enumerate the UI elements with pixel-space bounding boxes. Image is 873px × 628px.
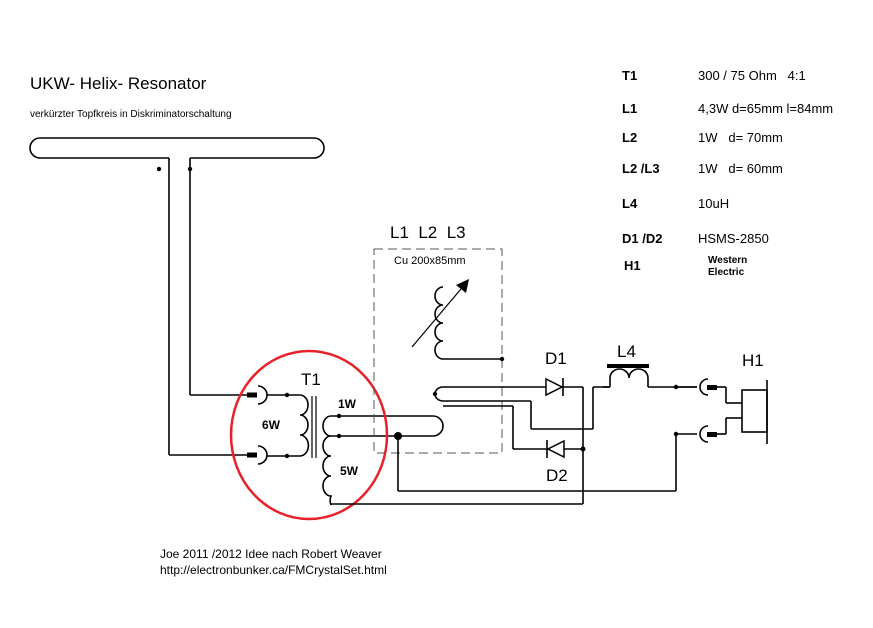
diode-d1-label: D1 <box>545 349 567 368</box>
inductor-l4 <box>603 364 697 390</box>
footer-credit: Joe 2011 /2012 Idee nach Robert Weaver <box>160 547 382 561</box>
highlight-circle <box>229 349 389 521</box>
spec-value-l1: 4,3W d=65mm l=84mm <box>698 101 833 116</box>
inductor-l4-label: L4 <box>617 342 636 361</box>
helix-resonator <box>373 248 505 454</box>
spec-value-l2: 1W d= 70mm <box>698 130 783 145</box>
diode-d2-label: D2 <box>546 466 568 485</box>
spec-key-l2-l3: L2 /L3 <box>622 161 660 176</box>
antenna-jack-bottom <box>247 445 268 465</box>
headphone-h1 <box>741 380 768 444</box>
spec-key-l1: L1 <box>622 101 637 116</box>
resonator-material-label: Cu 200x85mm <box>394 255 466 267</box>
footer-url: http://electronbunker.ca/FMCrystalSet.ht… <box>160 563 387 577</box>
spec-table: T1 300 / 75 Ohm 4:1 L1 4,3W d=65mm l=84m… <box>622 68 833 278</box>
transformer-tap-label: 1W <box>338 397 357 411</box>
spec-key-h1: H1 <box>624 258 641 273</box>
transformer-secondary-label: 5W <box>340 464 359 478</box>
headphone-jack-top <box>676 378 742 404</box>
spec-value-l2-l3: 1W d= 60mm <box>698 161 783 176</box>
headphone-h1-label: H1 <box>742 351 764 370</box>
spec-value-h1-line1: Western <box>708 255 747 266</box>
headphone-jack-bottom <box>673 417 742 443</box>
spec-value-d1-d2: HSMS-2850 <box>698 231 769 246</box>
transformer-primary-label: 6W <box>262 418 281 432</box>
spec-value-l4: 10uH <box>698 196 729 211</box>
spec-key-t1: T1 <box>622 68 637 83</box>
spec-value-h1-line2: Electric <box>708 267 745 278</box>
folded-dipole-antenna <box>29 137 325 455</box>
diagram-title: UKW- Helix- Resonator <box>30 74 207 93</box>
diagram-subtitle: verkürzter Topfkreis in Diskriminatorsch… <box>30 109 232 120</box>
resonator-label: L1 L2 L3 <box>390 223 466 242</box>
spec-key-d1-d2: D1 /D2 <box>622 231 662 246</box>
diode-d2 <box>546 439 565 459</box>
spec-key-l4: L4 <box>622 196 638 211</box>
transformer-t1 <box>267 392 444 506</box>
diode-d1 <box>545 377 564 397</box>
feed-line <box>169 394 248 456</box>
antenna-jack-top <box>247 385 268 405</box>
spec-value-t1: 300 / 75 Ohm 4:1 <box>698 68 806 83</box>
transformer-label: T1 <box>301 370 321 389</box>
spec-key-l2: L2 <box>622 130 637 145</box>
